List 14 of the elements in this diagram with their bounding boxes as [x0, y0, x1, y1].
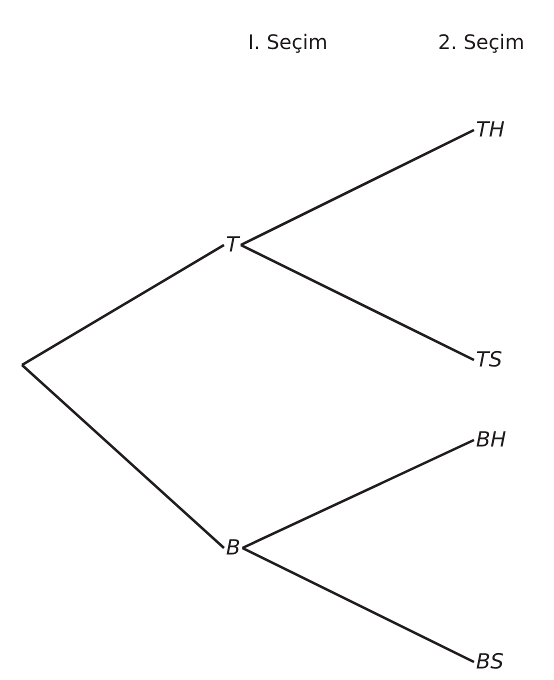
branch-line — [21, 244, 225, 366]
outcome-label: BH — [474, 428, 508, 452]
branch-line — [21, 364, 225, 549]
outcome-label: T — [224, 234, 241, 256]
branch-line — [240, 128, 475, 246]
outcome-label: B — [224, 536, 242, 560]
branch-line — [240, 244, 475, 362]
branch-line — [242, 438, 475, 550]
outcome-label: TS — [474, 348, 504, 372]
column-heading: 2. Seçim — [438, 30, 524, 54]
outcome-label: BS — [474, 650, 506, 674]
column-heading: I. Seçim — [248, 30, 328, 54]
branch-line — [242, 546, 475, 664]
outcome-label: TH — [474, 118, 507, 142]
